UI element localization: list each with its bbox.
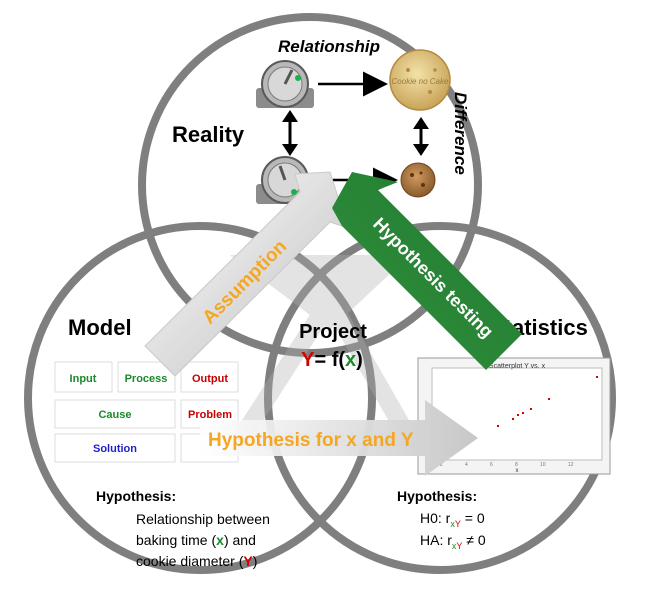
svg-text:10: 10 [540, 462, 546, 468]
scatter-plot: Scatterplot Y vs. x 2 4 6 8 10 12 x [417, 357, 611, 475]
timer-icon-top [256, 60, 314, 108]
model-label: Model [68, 315, 132, 340]
cookie-large: Cookie no Cake [389, 49, 451, 111]
cookie-small [400, 162, 436, 198]
relationship-label: Relationship [278, 37, 380, 56]
svg-text:2: 2 [440, 462, 443, 468]
hypothesis-left: Hypothesis: Relationship between baking … [96, 488, 270, 569]
svg-text:4: 4 [465, 462, 468, 468]
solution-cell: Solution [93, 443, 137, 455]
formula-y: Y [301, 349, 315, 371]
hypothesis-right: Hypothesis: H0: rxY = 0 HA: rxY ≠ 0 [397, 488, 486, 551]
svg-text:12: 12 [568, 462, 574, 468]
plot-xlabel: x [516, 468, 519, 474]
hyp-right-heading: Hypothesis: [397, 488, 477, 504]
double-arrow-left [282, 110, 298, 156]
reality-circle [138, 13, 482, 357]
formula-x: x [345, 349, 356, 371]
output-cell: Output [192, 373, 228, 385]
reality-label: Reality [172, 122, 245, 147]
circles [24, 13, 616, 574]
double-arrow-right [413, 117, 429, 156]
project-label: Project [299, 321, 367, 343]
svg-text:6: 6 [490, 462, 493, 468]
difference-label: Difference [451, 92, 470, 175]
formula-close: ) [356, 349, 363, 371]
svg-text:8: 8 [515, 462, 518, 468]
input-cell: Input [70, 373, 97, 385]
hypothesis-xy-text: Hypothesis for x and Y [208, 430, 414, 451]
hyp-left-line1: Relationship between [136, 511, 270, 527]
h0-line: H0: rxY = 0 [420, 510, 485, 529]
statistics-circle [264, 222, 616, 574]
hypothesis-xy-arrow: Hypothesis for x and Y [200, 400, 478, 476]
ha-line: HA: rxY ≠ 0 [420, 532, 486, 551]
plot-title: Scatterplot Y vs. x [489, 363, 546, 370]
hyp-left-line3: cookie diameter (Y) [136, 553, 257, 569]
formula: Y= f(x) [301, 349, 363, 371]
formula-mid: = f( [314, 349, 345, 371]
cookie-text: Cookie no Cake [392, 77, 449, 86]
hyp-left-heading: Hypothesis: [96, 488, 176, 504]
process-cell: Process [125, 373, 168, 385]
cause-cell: Cause [98, 409, 131, 421]
model-circle [24, 222, 376, 574]
hyp-left-line2: baking time (x) and [136, 532, 256, 548]
problem-cell: Problem [188, 409, 232, 421]
model-table: Input Process Output Cause Problem Solut… [54, 361, 239, 463]
